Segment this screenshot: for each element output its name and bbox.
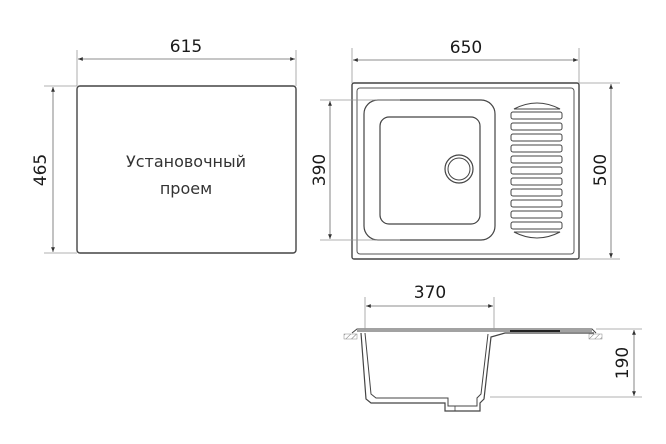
opening-width-dimension: 615 xyxy=(76,37,297,86)
sink-width-dimension: 650 xyxy=(351,38,580,83)
opening-label-line2: проем xyxy=(160,179,212,198)
section-depth-value: 190 xyxy=(613,347,633,379)
sink-width-value: 650 xyxy=(450,38,482,58)
sink-height-value: 500 xyxy=(591,154,611,186)
bowl-height-dimension: 390 xyxy=(310,99,400,241)
installation-opening: Установочный проем xyxy=(76,85,297,254)
opening-height-value: 465 xyxy=(31,154,51,186)
opening-width-value: 615 xyxy=(170,37,202,57)
drainer-ribs xyxy=(510,111,563,230)
opening-label-line1: Установочный xyxy=(126,152,246,171)
sink-section-view xyxy=(343,328,603,412)
section-width-value: 370 xyxy=(414,283,446,303)
section-width-dimension: 370 xyxy=(364,283,495,330)
opening-height-dimension: 465 xyxy=(31,85,77,254)
sink-height-dimension: 500 xyxy=(579,82,620,260)
section-depth-dimension: 190 xyxy=(490,328,642,398)
bowl-height-value: 390 xyxy=(310,154,330,186)
sink-top-view xyxy=(351,82,580,260)
drain-icon xyxy=(444,154,474,184)
